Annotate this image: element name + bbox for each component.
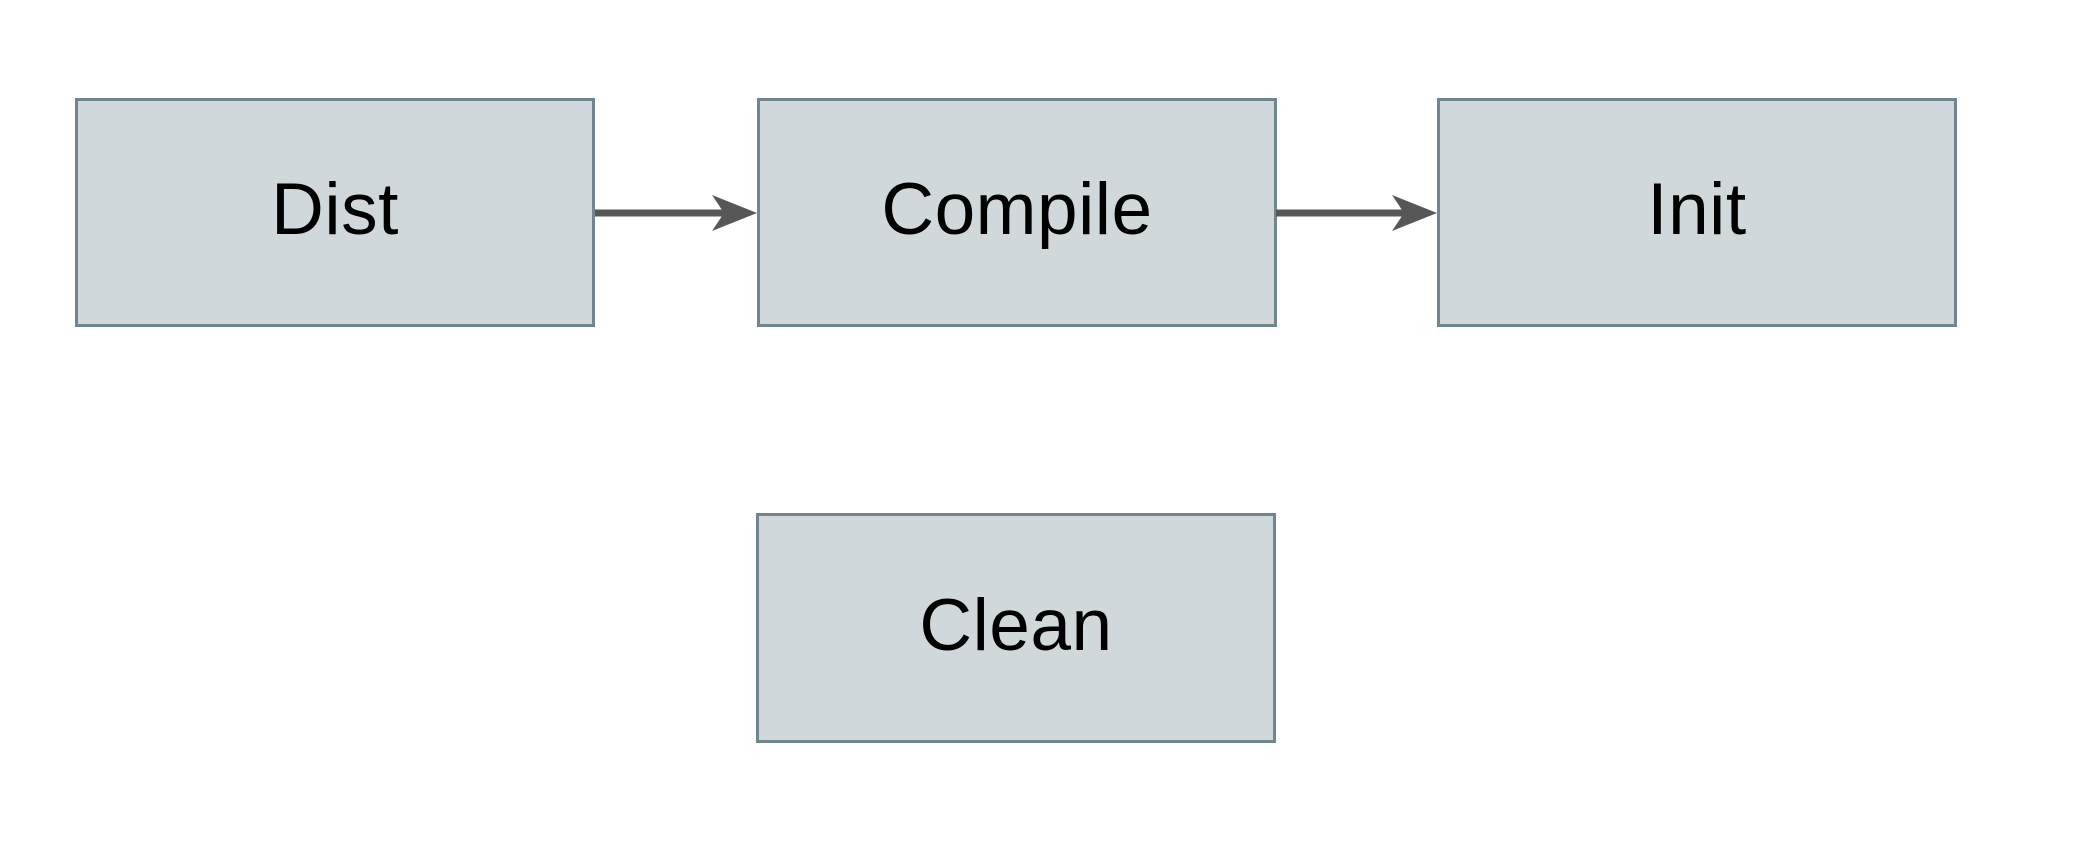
arrowhead-icon <box>712 195 757 231</box>
node-compile-label: Compile <box>881 169 1153 250</box>
node-clean-label: Clean <box>919 584 1113 666</box>
node-dist-label: Dist <box>271 169 399 250</box>
node-init-label: Init <box>1647 169 1747 250</box>
node-init[interactable]: Init <box>1437 98 1957 327</box>
node-compile[interactable]: Compile <box>757 98 1277 327</box>
arrowhead-icon <box>1392 195 1437 231</box>
edge-compile-to-init[interactable] <box>1276 193 1437 233</box>
arrow-shaft <box>595 209 725 217</box>
edge-dist-to-compile[interactable] <box>595 193 757 233</box>
node-dist[interactable]: Dist <box>75 98 595 327</box>
node-clean[interactable]: Clean <box>756 513 1276 743</box>
arrow-shaft <box>1276 209 1405 217</box>
